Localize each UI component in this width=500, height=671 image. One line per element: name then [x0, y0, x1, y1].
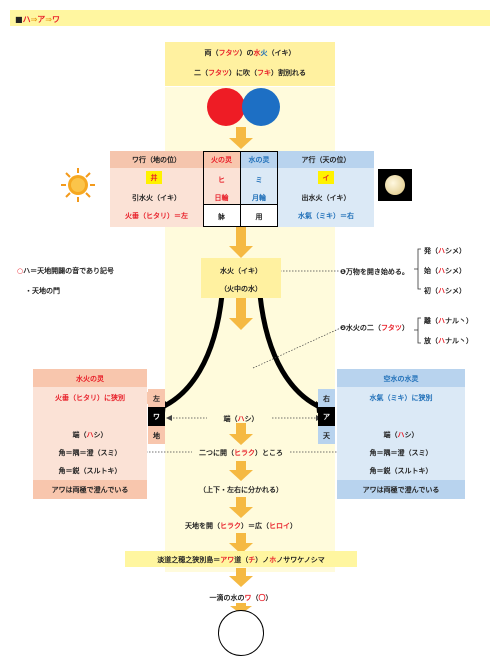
top-line-2: 二（フタツ）に吹（フキ）割別れる: [194, 69, 306, 77]
arrow-down-7: [229, 533, 253, 554]
a-title: ア行（天の位）: [301, 156, 351, 164]
a-item: イ: [322, 174, 330, 182]
arrow-down-3: [229, 297, 253, 330]
left-curve: [158, 294, 225, 411]
fire-bottom: 躰: [218, 213, 225, 221]
suika-box: [201, 258, 281, 298]
right-panel-title: 空水の水灵: [383, 375, 419, 383]
middle-futatsu: 二つに開（ヒラク）ところ: [199, 449, 283, 457]
left-col-bottom-label: 地: [153, 432, 160, 440]
left-panel-footer-text: アワは両極で澄んでいる: [51, 486, 129, 494]
kana-list-1-item-1: 始（ハシメ）: [424, 267, 466, 275]
wa-title: ワ行（地の位）: [132, 156, 181, 164]
arrow-down-1: [229, 127, 253, 149]
right-col-mid-label: ア: [323, 413, 330, 421]
left-col-bottom: [148, 426, 165, 444]
wa-line-2: 火垂（ヒタリ）＝左: [125, 212, 188, 220]
wa-row-header: [110, 151, 203, 168]
wa-item-box: [146, 171, 162, 184]
left-col-top-label: 左: [153, 395, 160, 403]
left-panel-footer: [33, 480, 147, 499]
awaji-bar: [125, 551, 357, 567]
right-panel: [337, 369, 465, 499]
a-line-1: 出水火（イキ）: [301, 194, 351, 202]
arrow-down-2: [229, 226, 253, 258]
left-panel-title: 水火の灵: [76, 375, 104, 383]
water-kana: ミ: [255, 176, 263, 184]
left-panel-line-3: 角＝隅＝澄（スミ）: [58, 449, 122, 457]
moon-icon: [378, 169, 412, 201]
left-col-top: [148, 389, 165, 407]
left-panel: [33, 369, 147, 499]
left-panel-header: [33, 369, 147, 387]
right-panel-header: [337, 369, 465, 387]
wa-item: 井: [150, 174, 158, 182]
suichu-label: （火中の水）: [220, 285, 262, 293]
note-2: ❷水火の二（フタツ）: [340, 324, 409, 332]
right-panel-footer-text: アワは両極で澄んでいる: [362, 486, 440, 494]
right-curve: [257, 294, 324, 411]
arrow-down-4: [229, 423, 253, 445]
right-col-bottom: [318, 426, 335, 444]
kana-list-2-item-0: 離（ハナル丶）: [424, 317, 473, 325]
right-col-bottom-label: 天: [323, 432, 330, 440]
right-panel-footer: [337, 480, 465, 499]
a-row-header: [278, 151, 374, 168]
brace-2: [414, 317, 421, 344]
leader-2: [252, 325, 346, 369]
ha-note: ○ハ＝天地開闢の音であり記号: [17, 267, 115, 275]
right-panel-line-4: 角＝鋭（スルトキ）: [369, 467, 433, 475]
fire-header-bg: [204, 152, 240, 168]
fire-kana: ヒ: [218, 176, 225, 184]
water-moon: 月輪: [252, 194, 266, 202]
water-bottom: 用: [255, 213, 263, 221]
drop-text: 一滴の水のワ（〇）: [209, 594, 273, 602]
left-panel-line-4: 角＝鋭（スルトキ）: [58, 467, 122, 475]
suika-label: 水火（イキ）: [220, 267, 262, 275]
top-title-box: [165, 42, 335, 86]
a-item-box: [318, 171, 334, 184]
left-col-mid-label: ワ: [153, 413, 160, 421]
a-line-2: 水氣（ミキ）＝右: [298, 212, 354, 220]
water-title: 水の灵: [248, 156, 270, 164]
fire-title: 火の灵: [211, 156, 232, 164]
right-panel-line-1: 水氣（ミキ）に狭別: [369, 394, 433, 402]
awaji-text: 淡道之穂之狭別島＝アワ道（チ）ノホノサワケノシマ: [157, 556, 325, 564]
middle-hashi: 端（ハシ）: [223, 415, 259, 423]
right-col-mid: [318, 407, 335, 426]
header-bar: [10, 10, 490, 26]
wa-line-1: 引水火（イキ）: [132, 194, 181, 202]
note-1: ❶万物を開き始める。: [340, 268, 409, 276]
header-title: ■ハ⇒ア⇒ワ: [15, 15, 60, 24]
fire-sun: 日輪: [214, 194, 229, 202]
arrow-down-5: [229, 461, 253, 481]
brace-1: [414, 248, 421, 290]
left-col-mid: [148, 407, 165, 426]
arrow-down-9: [230, 603, 252, 614]
gate-note: ・天地の門: [25, 287, 60, 295]
arrow-down-8: [229, 568, 253, 587]
water-circle: [242, 88, 280, 126]
left-panel-line-1: 火垂（ヒタリ）に狭別: [55, 394, 125, 402]
arrow-down-6: [229, 497, 253, 518]
right-panel-line-3: 角＝隅＝澄（スミ）: [369, 449, 433, 457]
top-line-1: 両（フタツ）の水火（イキ）: [204, 49, 296, 57]
kana-list-1-item-2: 初（ハシメ）: [424, 287, 466, 295]
water-header-bg: [241, 152, 277, 168]
right-col-top-label: 右: [323, 395, 330, 403]
right-panel-line-2: 端（ハシ）: [383, 431, 419, 439]
kana-list-2-item-1: 放（ハナル丶）: [424, 337, 473, 345]
sun-icon: [61, 168, 95, 202]
kana-list-1-item-0: 発（ハシメ）: [424, 247, 466, 255]
drop-circle: [218, 610, 264, 656]
left-panel-line-2: 端（ハシ）: [72, 431, 108, 439]
header-marker: ■: [15, 15, 23, 24]
middle-wakareru: （上下・左右に分かれる）: [199, 486, 283, 494]
middle-hiraku: 天地を開（ヒラク）＝広（ヒロイ）: [185, 522, 297, 530]
fire-circle: [207, 88, 245, 126]
right-col-top: [318, 389, 335, 407]
